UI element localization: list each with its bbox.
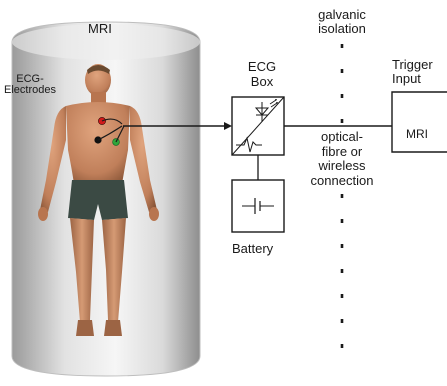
trigger-label-line-1: Trigger — [392, 57, 433, 72]
ecg-wave-icon — [236, 136, 262, 153]
link-label-line-3: wireless — [318, 158, 366, 174]
trigger-label-line-2: Input — [392, 71, 421, 87]
ecg-box-label-line-2: Box — [250, 73, 274, 89]
link-label: optical- fibre or wireless connection — [300, 129, 384, 189]
link-label-line-2: fibre or — [321, 143, 363, 159]
ecg-box — [231, 96, 285, 156]
mri-label: MRI — [88, 21, 112, 36]
electrodes-label-line-1: ECG- — [16, 73, 44, 85]
isolation-label-line-2: isolation — [318, 21, 366, 37]
arrow-to-ecg-box — [224, 122, 232, 130]
link-label-line-1: optical- — [321, 129, 363, 144]
isolation-label: galvanic isolation — [300, 7, 384, 37]
link-label-line-4: connection — [310, 172, 374, 188]
shorts — [68, 180, 128, 220]
optocoupler-icon — [254, 99, 278, 122]
electrodes-label: ECG- Electrodes — [4, 74, 56, 96]
trigger-input-label: Trigger Input — [392, 57, 433, 87]
ecg-box-label-line-1: ECG — [247, 59, 277, 74]
ecg-box-label: ECG Box — [240, 59, 284, 89]
mri-device-label: MRI — [406, 127, 428, 141]
isolation-label-line-1: galvanic — [318, 7, 366, 22]
battery-box — [231, 179, 285, 233]
electrodes-label-line-2: Electrodes — [4, 84, 56, 96]
battery-label: Battery — [232, 241, 274, 256]
patient-figure — [38, 64, 159, 336]
mri-trigger-box — [391, 91, 447, 153]
